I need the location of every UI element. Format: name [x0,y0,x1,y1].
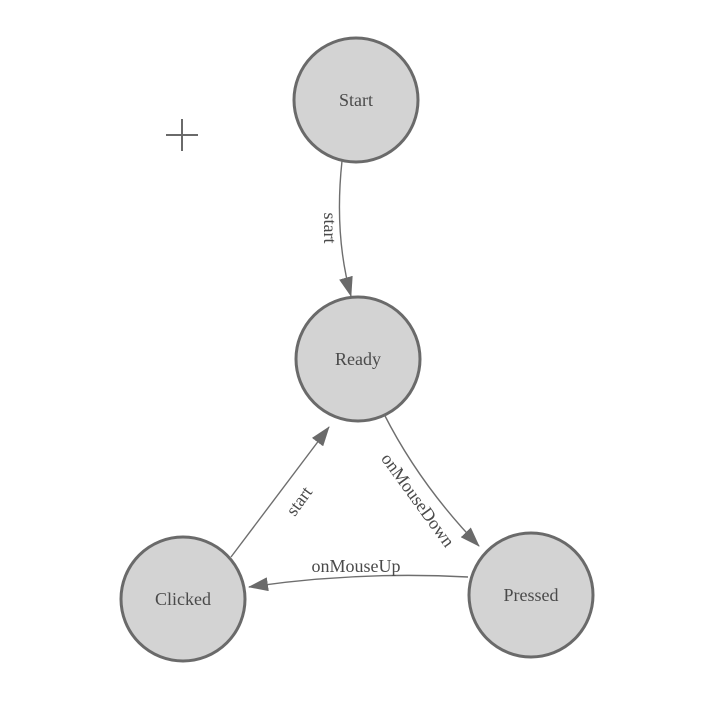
state-node-start[interactable]: Start [292,36,420,164]
edge-clicked-to-ready[interactable]: start [230,426,330,558]
state-circle[interactable] [294,295,422,423]
edge-line[interactable] [338,160,353,297]
edge-ready-to-pressed[interactable]: onMouseDown [377,413,480,551]
plus-cross-icon [166,119,198,151]
edge-label[interactable]: onMouseDown [377,449,458,551]
state-label: Clicked [155,589,211,609]
edge-line[interactable] [248,574,469,592]
state-circle[interactable] [467,531,595,659]
edge-line[interactable] [230,426,330,558]
state-node-pressed[interactable]: Pressed [467,531,595,659]
state-circle[interactable] [119,535,247,663]
edge-label[interactable]: onMouseUp [312,556,401,576]
edge-pressed-to-clicked[interactable]: onMouseUp [248,556,469,592]
state-label: Pressed [504,585,559,605]
state-label: Start [339,90,373,110]
edge-label[interactable]: start [282,483,316,520]
edge-line[interactable] [383,413,480,547]
state-circle[interactable] [292,36,420,164]
edge-label[interactable]: start [320,213,340,244]
edge-start-to-ready[interactable]: start [320,160,353,297]
state-label: Ready [335,349,381,369]
state-node-ready[interactable]: Ready [294,295,422,423]
state-node-clicked[interactable]: Clicked [119,535,247,663]
